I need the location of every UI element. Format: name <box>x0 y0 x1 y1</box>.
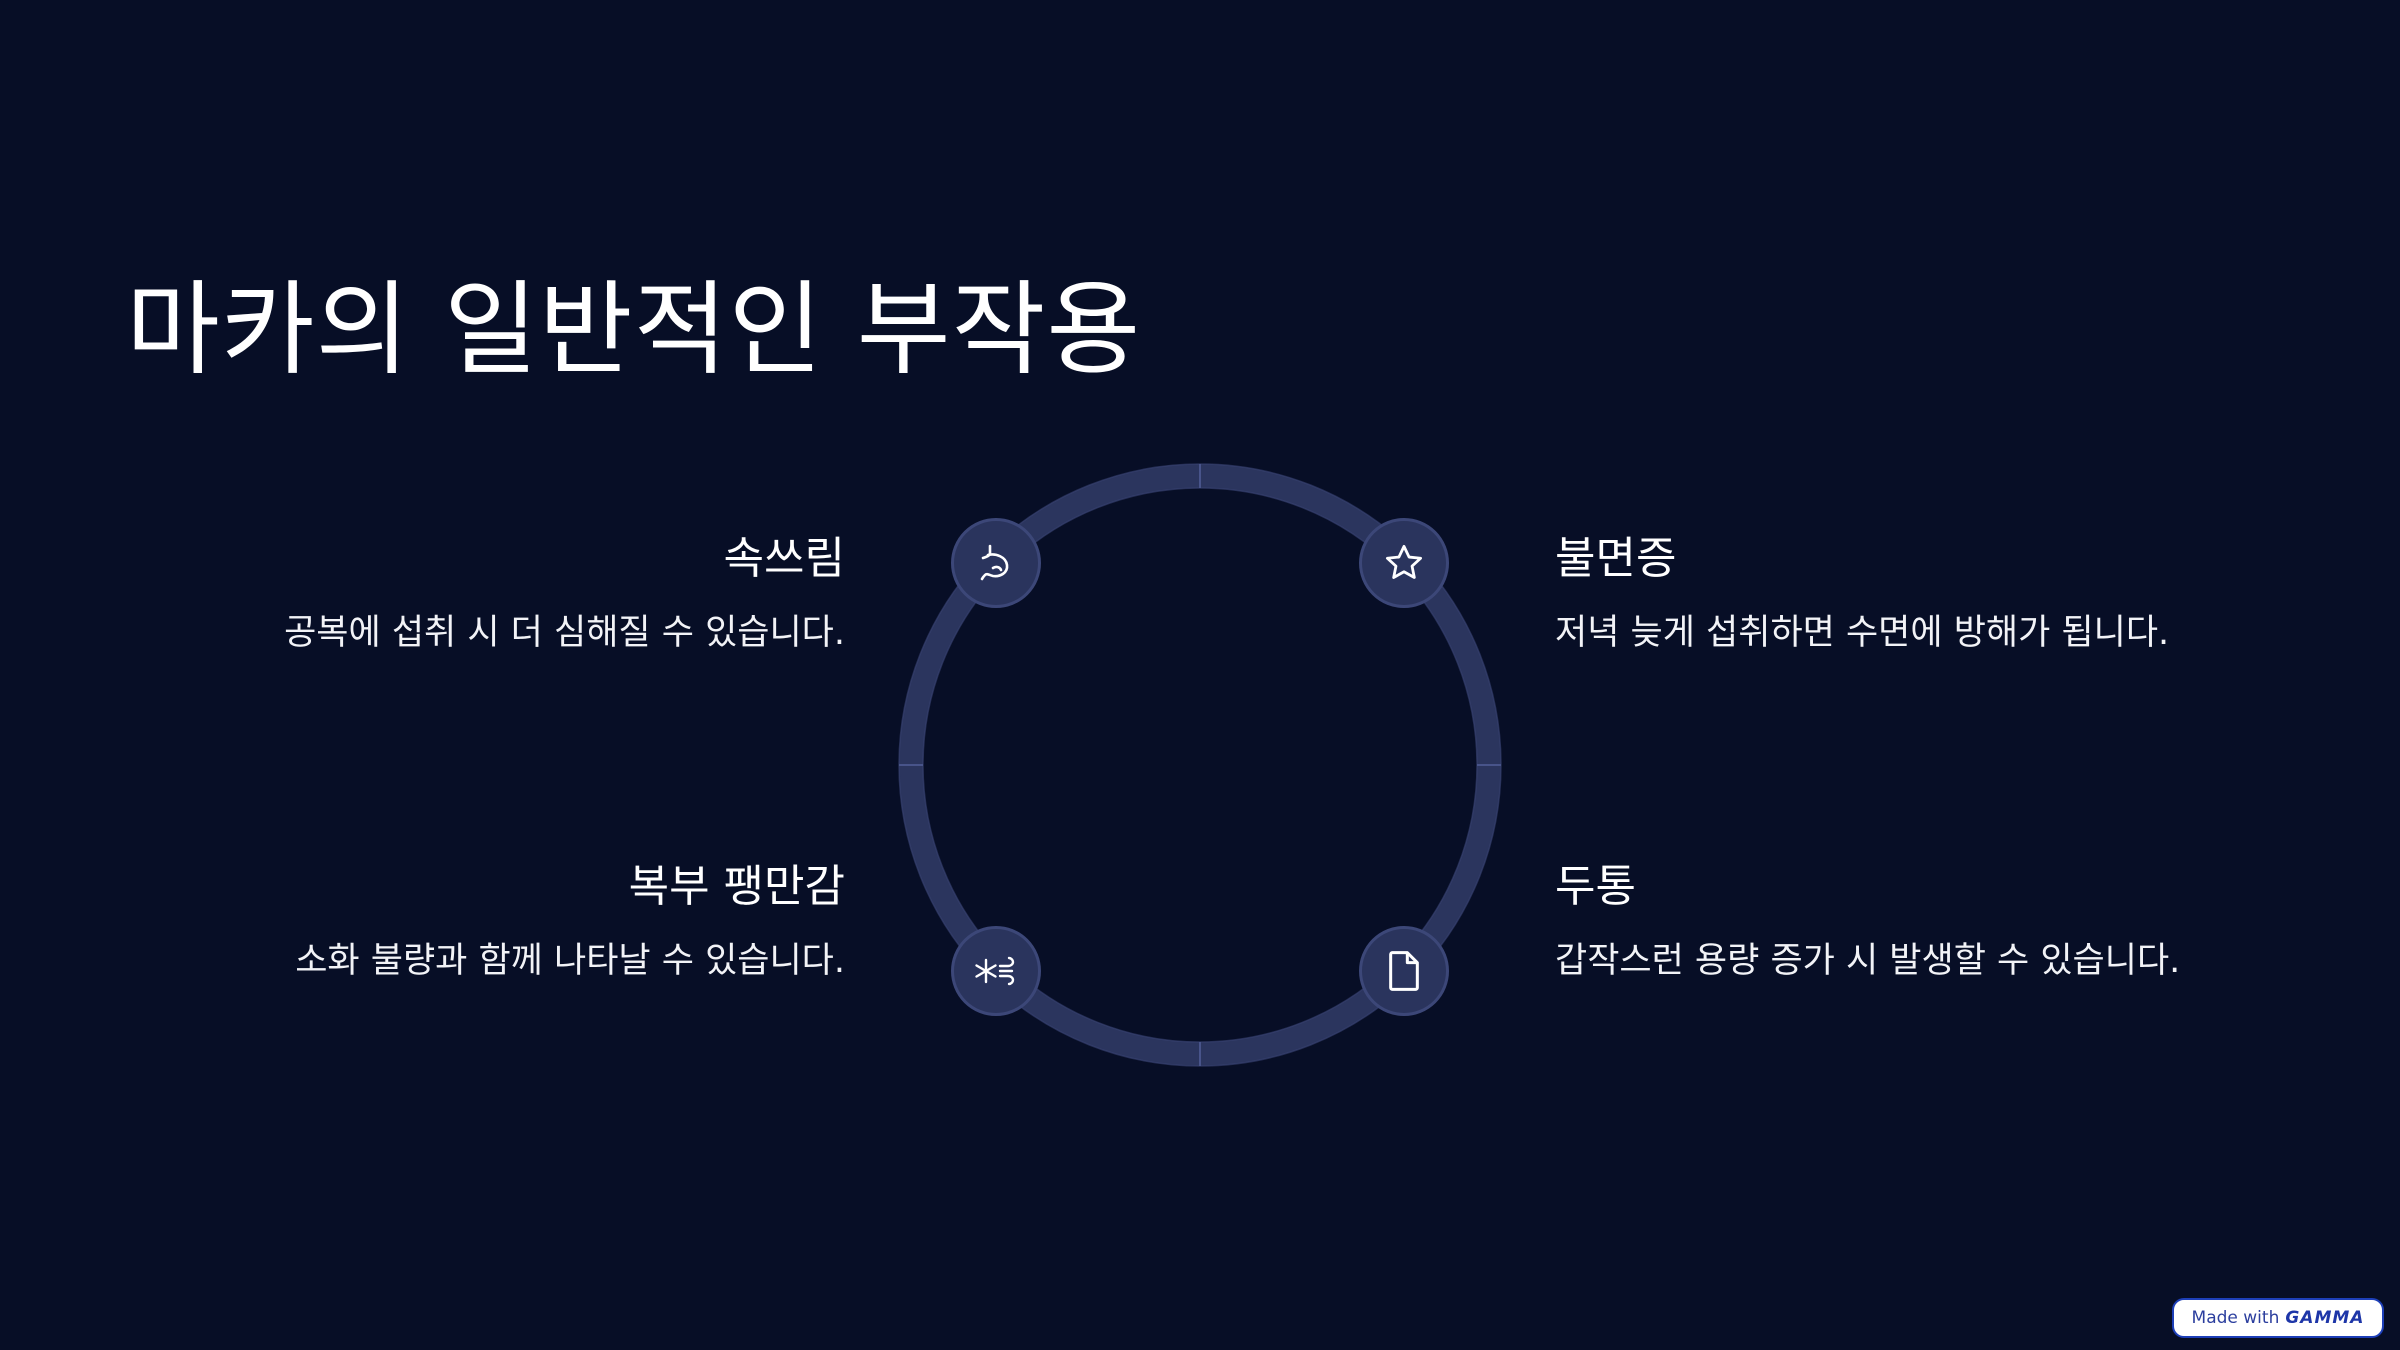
star-icon <box>1359 518 1449 608</box>
made-with-gamma-badge[interactable]: Made with GAMMA <box>2172 1298 2384 1338</box>
item-description: 갑작스런 용량 증가 시 발생할 수 있습니다. <box>1555 940 2181 981</box>
item-description: 소화 불량과 함께 나타날 수 있습니다. <box>295 940 845 981</box>
item-title: 속쓰림 <box>723 533 845 584</box>
item-bloating: 복부 팽만감 소화 불량과 함께 나타날 수 있습니다. <box>295 861 845 982</box>
item-title: 불면증 <box>1555 533 1677 584</box>
snowflake-wind-icon <box>951 926 1041 1016</box>
page-title: 마카의 일반적인 부작용 <box>126 271 1142 390</box>
item-heartburn: 속쓰림 공복에 섭취 시 더 심해질 수 있습니다. <box>284 533 845 654</box>
badge-label: Made with <box>2191 1308 2280 1328</box>
document-icon <box>1359 926 1449 1016</box>
item-title: 두통 <box>1555 861 1636 912</box>
gamma-logo: GAMMA <box>2285 1308 2365 1328</box>
item-title: 복부 팽만감 <box>628 861 845 912</box>
item-insomnia: 불면증 저녁 늦게 섭취하면 수면에 방해가 됩니다. <box>1555 533 2169 654</box>
item-description: 저녁 늦게 섭취하면 수면에 방해가 됩니다. <box>1555 612 2170 653</box>
item-headache: 두통 갑작스런 용량 증가 시 발생할 수 있습니다. <box>1555 861 2180 982</box>
item-description: 공복에 섭취 시 더 심해질 수 있습니다. <box>284 612 845 653</box>
stomach-icon <box>951 518 1041 608</box>
